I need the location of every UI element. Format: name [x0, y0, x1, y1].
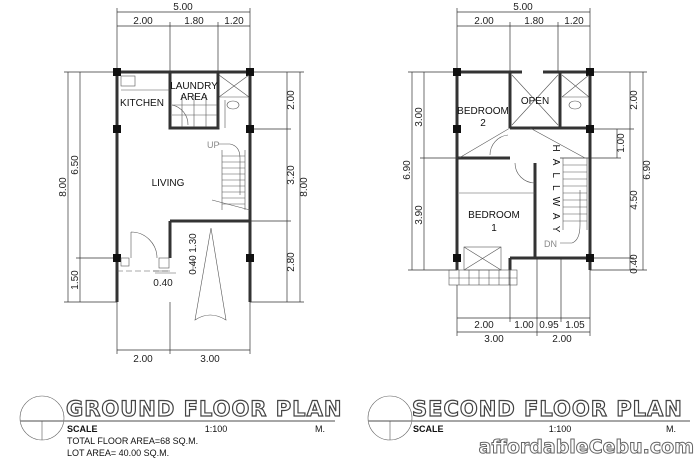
dim-left-total: 6.90 — [402, 160, 413, 180]
dim-right: 2.00 — [629, 90, 640, 110]
ground-title-block: GROUND FLOOR PLAN SCALE 1:100 M. TOTAL F… — [19, 395, 342, 458]
fixtures-and-stairs — [448, 74, 590, 286]
dim-bottom: 2.00 — [552, 334, 572, 345]
lot-area: LOT AREA= 40.00 SQ.M. — [67, 448, 169, 458]
dim-top: 2.00 — [474, 16, 494, 27]
dim-left: 3.90 — [414, 205, 425, 225]
sink-icon — [120, 75, 136, 87]
room-bedroom-2: BEDROOM — [457, 106, 509, 117]
dim-bottom: 1.05 — [565, 320, 585, 331]
dim-left: 1.50 — [70, 270, 81, 290]
dim-bottom: 3.00 — [200, 354, 220, 365]
dim-inner: 0.40 — [153, 278, 173, 289]
dim-bottom: 3.00 — [484, 334, 504, 345]
scale-label: SCALE — [413, 424, 444, 434]
scale-value: 1:100 — [549, 424, 572, 434]
ground-floor-plan: 5.00 2.00 1.80 1.20 8.00 6.50 1.50 2.00 … — [58, 2, 310, 365]
room-laundry: AREA — [180, 92, 208, 103]
dim-right: 0.40 — [629, 254, 640, 274]
total-floor-area: TOTAL FLOOR AREA=68 SQ.M. — [67, 436, 198, 446]
dim-right: 4.50 — [629, 190, 640, 210]
dim-right: 2.80 — [286, 252, 297, 272]
fixtures-and-stairs — [117, 74, 251, 321]
unit: M. — [315, 424, 325, 434]
toilet-icon — [568, 100, 582, 110]
dim-right-total: 6.90 — [642, 160, 653, 180]
second-floor-title: SECOND FLOOR PLAN — [412, 397, 683, 421]
columns — [453, 68, 594, 262]
dim-right-total: 8.00 — [299, 177, 310, 197]
dim-left: 6.50 — [70, 155, 81, 175]
dim-top-total: 5.00 — [173, 2, 193, 13]
toilet-icon — [226, 100, 240, 110]
unit: M. — [666, 424, 676, 434]
dim-right: 2.00 — [286, 90, 297, 110]
wall — [168, 219, 250, 258]
dim-right: 3.20 — [286, 165, 297, 185]
dim-left-total: 8.00 — [58, 177, 69, 197]
dim-inner: 1.30 — [188, 233, 199, 253]
second-floor-plan: 5.00 2.00 1.80 1.20 6.90 3.00 3.90 2.00 … — [402, 2, 653, 345]
dim-bottom: 2.00 — [474, 320, 494, 331]
dim-inner: 0.40 — [188, 255, 199, 275]
dim-top: 1.80 — [524, 16, 544, 27]
wall — [457, 156, 590, 270]
ground-floor-title: GROUND FLOOR PLAN — [66, 397, 342, 421]
room-open: OPEN — [521, 96, 549, 107]
room-bedroom-2: 2 — [480, 118, 486, 129]
dim-top: 2.00 — [133, 16, 153, 27]
dim-top: 1.80 — [184, 16, 204, 27]
scale-label: SCALE — [67, 424, 98, 434]
room-bedroom-1: 1 — [491, 223, 497, 234]
room-bedroom-1: BEDROOM — [468, 210, 520, 221]
second-title-block: SECOND FLOOR PLAN SCALE 1:100 M. — [367, 395, 690, 441]
watermark: affordableCebu.com — [479, 436, 694, 458]
stair-down-label: DN — [544, 239, 557, 249]
room-laundry: LAUNDRY — [170, 81, 218, 92]
dim-bottom: 2.00 — [133, 354, 153, 365]
dim-left: 3.00 — [414, 107, 425, 127]
room-living: LIVING — [152, 178, 185, 189]
columns — [113, 68, 254, 262]
dim-bottom: 0.95 — [539, 320, 559, 331]
dim-bottom: 1.00 — [514, 320, 534, 331]
scale-value: 1:100 — [205, 424, 228, 434]
dim-top: 1.20 — [564, 16, 584, 27]
room-hallway: HALLWAY — [550, 145, 561, 240]
stair-up-label: UP — [207, 140, 220, 150]
wall — [168, 72, 220, 130]
carport-arrow-icon — [194, 227, 227, 321]
dim-top-total: 5.00 — [513, 2, 533, 13]
dim-right: 1.00 — [616, 133, 627, 153]
dim-top: 1.20 — [224, 16, 244, 27]
room-kitchen: KITCHEN — [120, 98, 164, 109]
